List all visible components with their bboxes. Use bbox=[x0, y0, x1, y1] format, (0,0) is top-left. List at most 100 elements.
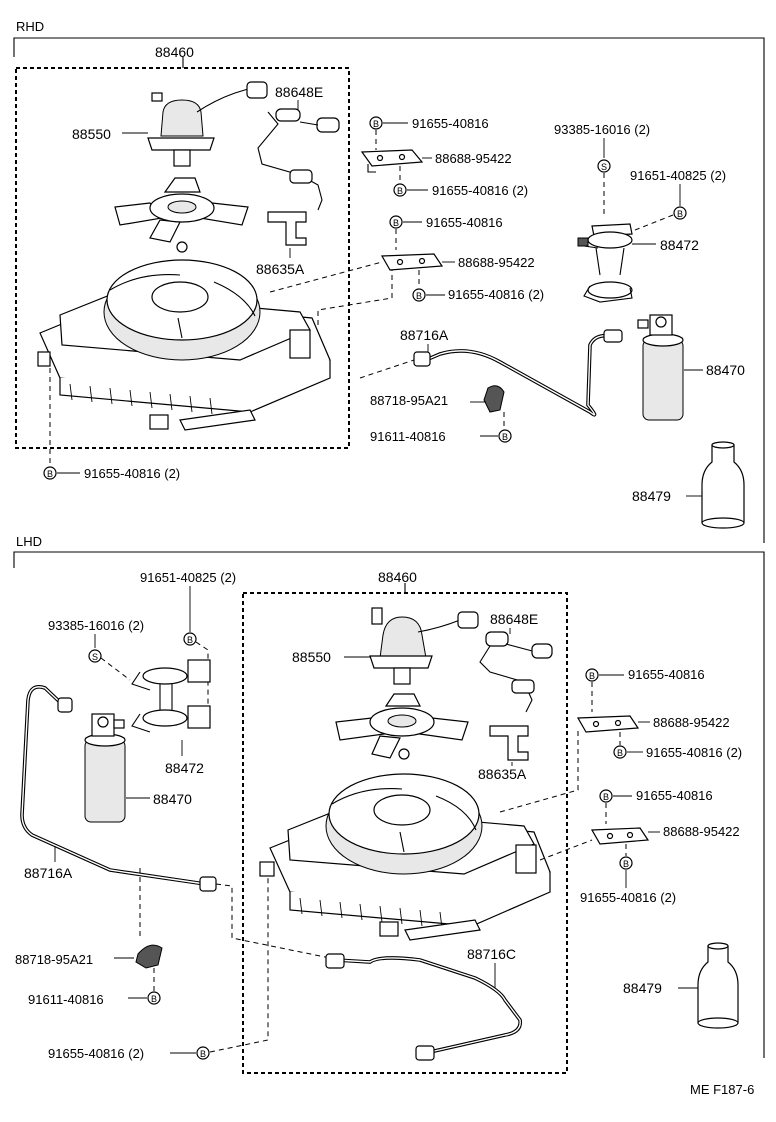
lhd-bolt-5-number: 91651-40825 (2) bbox=[140, 570, 236, 585]
lhd-bolt-3-number: 91655-40816 bbox=[636, 788, 713, 803]
lhd-bolt-4: B bbox=[619, 856, 633, 870]
lhd-oil-bottle bbox=[697, 942, 739, 1029]
lhd-bottle-number: 88479 bbox=[623, 980, 662, 996]
lhd-bolt-7: B bbox=[196, 1046, 210, 1060]
lhd-pipe-c-number: 88716C bbox=[467, 946, 516, 962]
rhd-bolt-3: B bbox=[389, 215, 403, 229]
lhd-clamp-number: 88718-95A21 bbox=[15, 952, 93, 967]
svg-text:B: B bbox=[397, 186, 403, 196]
lhd-fan-blade bbox=[335, 693, 469, 760]
lhd-receiver-holder bbox=[131, 659, 211, 733]
svg-text:B: B bbox=[47, 469, 53, 479]
lhd-bolt-4-number: 91655-40816 (2) bbox=[580, 890, 676, 905]
svg-text:B: B bbox=[373, 119, 379, 129]
svg-text:B: B bbox=[617, 748, 623, 758]
rhd-bolt-1: B bbox=[369, 116, 383, 130]
rhd-bolt-2-number: 91655-40816 (2) bbox=[432, 183, 528, 198]
lhd-bracket-2-number: 88688-95422 bbox=[663, 824, 740, 839]
rhd-clamp-number: 88718-95A21 bbox=[370, 393, 448, 408]
svg-text:B: B bbox=[187, 635, 193, 645]
rhd-bolt-6: B bbox=[498, 429, 512, 443]
lhd-section: LHD 88460 91651-40825 (2) B 93385-16016 … bbox=[13, 534, 765, 1074]
lhd-wire-harness bbox=[479, 631, 553, 713]
rhd-clip-bracket bbox=[267, 211, 307, 246]
svg-text:B: B bbox=[200, 1049, 206, 1059]
rhd-clip-number: 88635A bbox=[256, 261, 305, 277]
rhd-receiver-number: 88470 bbox=[706, 362, 745, 378]
rhd-assembly-box bbox=[15, 67, 350, 449]
lhd-clip-number: 88635A bbox=[478, 766, 527, 782]
lhd-bolt-6-number: 91611-40816 bbox=[28, 992, 104, 1007]
rhd-pipe-number: 88716A bbox=[400, 327, 449, 343]
svg-text:B: B bbox=[623, 859, 629, 869]
rhd-bracket-1 bbox=[360, 149, 424, 173]
rhd-holder-number: 88472 bbox=[660, 237, 699, 253]
rhd-bolt-3-number: 91655-40816 bbox=[426, 215, 503, 230]
lhd-bolt-3: B bbox=[599, 789, 613, 803]
lhd-clip-bracket bbox=[489, 725, 529, 761]
diagram-code: ME F187-6 bbox=[690, 1082, 754, 1097]
svg-text:S: S bbox=[92, 652, 98, 662]
lhd-section-title: LHD bbox=[16, 534, 42, 549]
rhd-section-title: RHD bbox=[16, 19, 44, 34]
lhd-section-frame bbox=[13, 551, 765, 1058]
svg-text:B: B bbox=[393, 218, 399, 228]
rhd-bolt-7-number: 91655-40816 (2) bbox=[84, 466, 180, 481]
lhd-pipe-c bbox=[325, 953, 522, 1061]
lhd-bracket-1 bbox=[576, 715, 640, 733]
svg-text:B: B bbox=[677, 209, 683, 219]
rhd-receiver-drier bbox=[637, 314, 684, 421]
rhd-bolt-2: B bbox=[393, 183, 407, 197]
lhd-receiver-drier bbox=[84, 713, 126, 823]
svg-text:B: B bbox=[603, 792, 609, 802]
rhd-bracket-2 bbox=[380, 253, 444, 271]
rhd-receiver-holder bbox=[577, 223, 633, 303]
lhd-condenser-unit bbox=[259, 773, 551, 941]
rhd-bracket-2-number: 88688-95422 bbox=[458, 255, 535, 270]
lhd-bolt-2: B bbox=[613, 745, 627, 759]
rhd-pipe bbox=[413, 329, 623, 417]
rhd-bolt-7: B bbox=[43, 466, 57, 480]
lhd-bracket-1-number: 88688-95422 bbox=[653, 715, 730, 730]
lhd-receiver-number: 88470 bbox=[153, 791, 192, 807]
svg-text:B: B bbox=[502, 432, 508, 442]
svg-text:B: B bbox=[589, 671, 595, 681]
lhd-pipe-number: 88716A bbox=[24, 865, 73, 881]
lhd-assy-number: 88460 bbox=[378, 569, 417, 585]
rhd-bracket-1-number: 88688-95422 bbox=[435, 151, 512, 166]
rhd-fan-motor bbox=[147, 81, 268, 188]
lhd-fan-motor bbox=[369, 607, 479, 685]
rhd-bolt-1-number: 91655-40816 bbox=[412, 116, 489, 131]
rhd-screw-number: 93385-16016 (2) bbox=[554, 122, 650, 137]
lhd-bolt-1-number: 91655-40816 bbox=[628, 667, 705, 682]
rhd-wire-harness bbox=[257, 108, 340, 211]
rhd-fan-blade bbox=[114, 177, 249, 253]
rhd-motor-number: 88550 bbox=[72, 126, 111, 142]
lhd-bolt-7-number: 91655-40816 (2) bbox=[48, 1046, 144, 1061]
lhd-harness-number: 88648E bbox=[490, 611, 538, 627]
lhd-bolt-5: B bbox=[183, 632, 197, 646]
svg-text:B: B bbox=[416, 291, 422, 301]
rhd-section-frame bbox=[13, 37, 765, 543]
rhd-bolt-4-number: 91655-40816 (2) bbox=[448, 287, 544, 302]
lhd-pipe-clamp bbox=[135, 944, 163, 969]
lhd-bolt-1: B bbox=[585, 668, 599, 682]
lhd-screw: S bbox=[88, 649, 102, 663]
rhd-screw: S bbox=[597, 159, 611, 173]
rhd-assy-number: 88460 bbox=[155, 44, 194, 60]
rhd-condenser-unit bbox=[37, 259, 331, 431]
lhd-bracket-2 bbox=[590, 827, 650, 845]
rhd-bolt-5-number: 91651-40825 (2) bbox=[630, 168, 726, 183]
rhd-section: RHD 88460 88550 88648E bbox=[13, 19, 765, 543]
lhd-bolt-2-number: 91655-40816 (2) bbox=[646, 745, 742, 760]
lhd-bolt-6: B bbox=[147, 991, 161, 1005]
rhd-bolt-4: B bbox=[412, 288, 426, 302]
lhd-screw-number: 93385-16016 (2) bbox=[48, 618, 144, 633]
rhd-bottle-number: 88479 bbox=[632, 488, 671, 504]
svg-text:B: B bbox=[151, 994, 157, 1004]
svg-text:S: S bbox=[601, 162, 607, 172]
rhd-harness-number: 88648E bbox=[275, 84, 323, 100]
rhd-oil-bottle bbox=[701, 441, 745, 529]
rhd-pipe-clamp bbox=[483, 385, 505, 413]
